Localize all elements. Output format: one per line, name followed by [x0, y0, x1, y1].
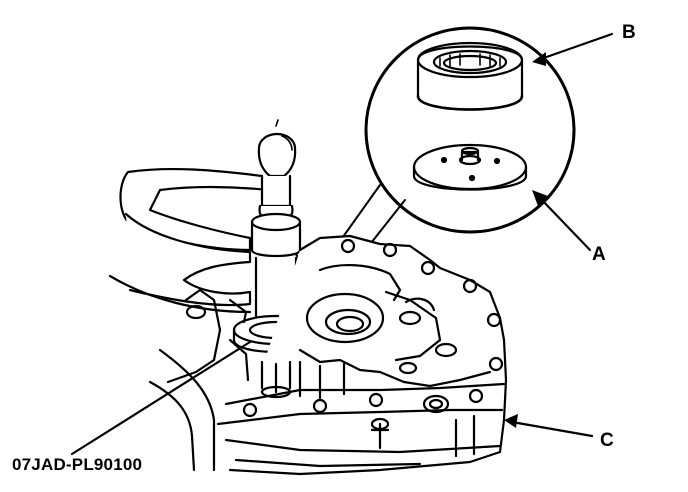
arrowhead-c [504, 414, 518, 428]
callout-label-tool-number: 07JAD-PL90100 [12, 455, 143, 474]
hammer [257, 119, 297, 224]
arrowhead-a [532, 190, 548, 206]
callout-label-c: C [600, 430, 614, 451]
callout-leaders [70, 32, 614, 456]
detail-magnifier [364, 26, 576, 234]
leader-tool [70, 340, 252, 456]
leader-b [536, 32, 614, 62]
callout-label-b: B [622, 22, 636, 43]
driver-attachment-a [412, 143, 528, 191]
callout-label-a: A [592, 244, 606, 265]
bearing-b [416, 41, 524, 111]
leader-c [510, 420, 594, 438]
arrowhead-b [532, 52, 546, 66]
leader-a [538, 196, 592, 252]
transmission-housing-c [148, 234, 508, 476]
